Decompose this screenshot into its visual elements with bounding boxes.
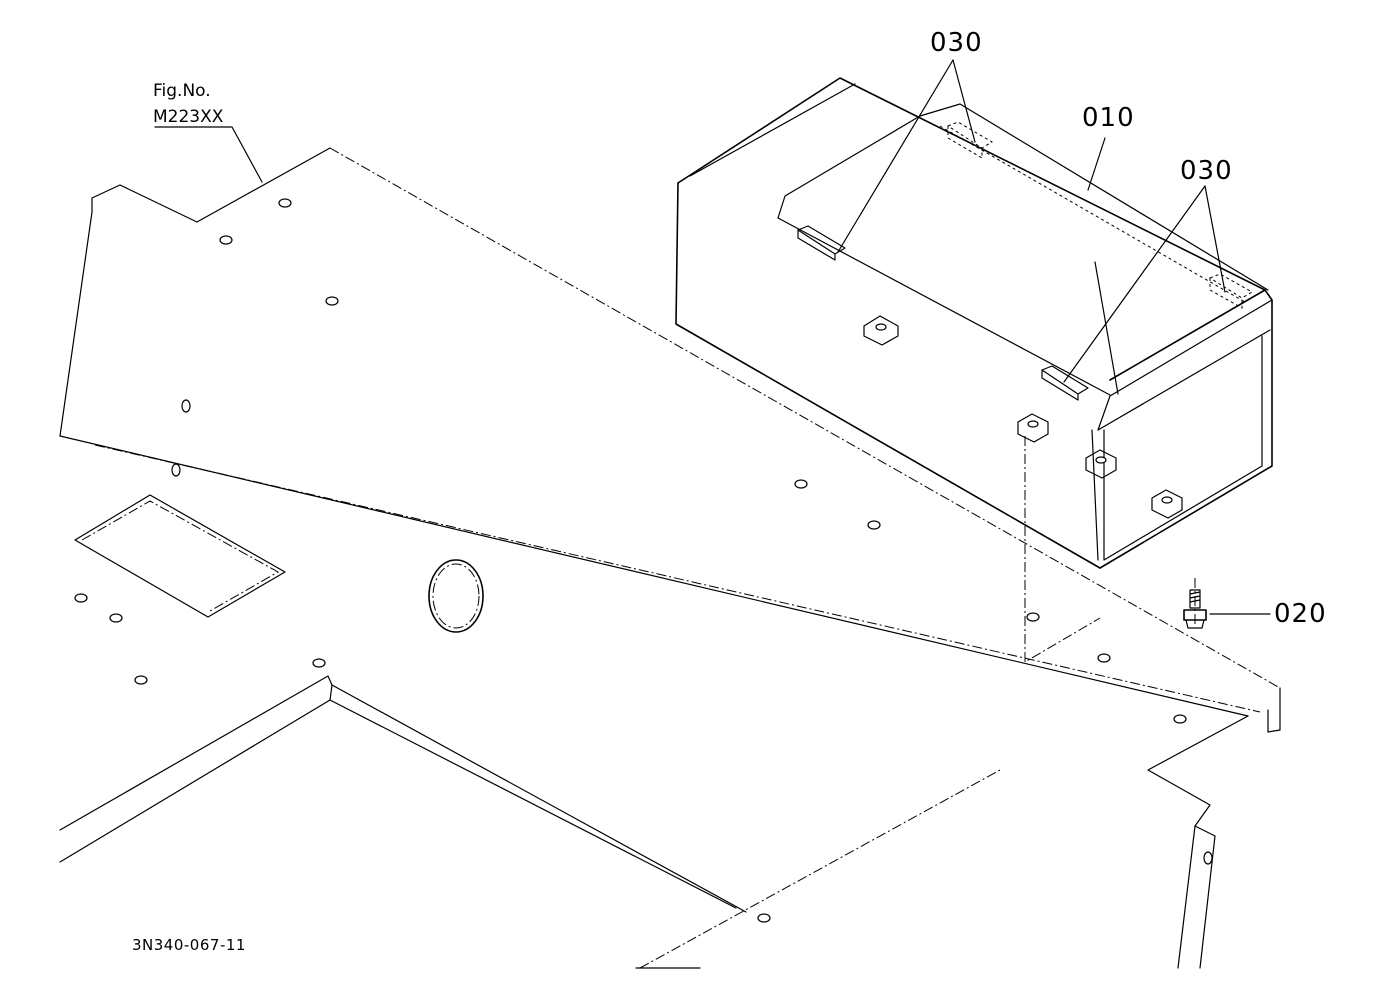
panel-left-edge [59, 184, 121, 437]
leader-fig-no [154, 126, 263, 183]
box-part-010 [675, 77, 1273, 569]
nut-c [1151, 489, 1183, 519]
leader-lines [154, 59, 1271, 615]
fig-no-label: Fig.No. [153, 81, 211, 101]
round-port-inner [432, 563, 480, 629]
bolt-thread [1189, 591, 1201, 603]
leader-030-c [1204, 185, 1226, 293]
mount-centerline [1024, 436, 1101, 663]
opening-edge-outer [59, 675, 747, 913]
drawing-code: 3N340-067-11 [132, 936, 246, 954]
clip-030-a [797, 225, 846, 261]
box-lid-front [777, 217, 1111, 396]
opening-corner [329, 684, 333, 701]
panel-right-flange [1267, 687, 1281, 733]
opening-edge-inner [59, 699, 737, 909]
callout-030-left: 030 [930, 28, 983, 58]
panel-front-crease [94, 444, 1261, 713]
fig-no-value: M223XX [153, 107, 224, 127]
bolt-flange [1183, 609, 1207, 621]
box-lid-ridge [777, 103, 1269, 291]
box-front-inner-top [1097, 329, 1271, 431]
panel-right-bracket-inner [1177, 825, 1196, 969]
leader-030-a [837, 59, 954, 253]
callout-020: 020 [1274, 599, 1327, 629]
round-port [428, 559, 484, 633]
panel-top-edge [329, 147, 1281, 689]
callout-030-right: 030 [1180, 156, 1233, 186]
nut-b [1085, 449, 1117, 479]
panel-right-bracket [1147, 715, 1249, 969]
box-front-left-edge [1091, 429, 1099, 561]
box-top-back-edge [689, 83, 856, 177]
bracket-hole [1203, 851, 1213, 865]
box-right-edge [1099, 289, 1273, 569]
box-front-inner [1103, 335, 1263, 561]
box-front-top [1097, 299, 1273, 431]
panel-holes [74, 198, 1187, 923]
leader-010 [1087, 137, 1106, 191]
leader-030-d [1063, 185, 1206, 383]
nut-a [863, 315, 899, 346]
box-left-face [675, 182, 1101, 569]
bolt-head [1185, 619, 1205, 629]
box-lid-hidden [939, 125, 1246, 303]
clip-030-b [946, 121, 993, 159]
clip-030-c [1208, 273, 1253, 309]
nut-d [1017, 413, 1049, 443]
cutout-rect-inner [81, 500, 280, 612]
box-top-outline [677, 77, 1266, 381]
box-lid-fold [1094, 261, 1119, 395]
opening-lower-line [639, 769, 1001, 969]
panel-top-notch [119, 147, 331, 223]
bolt-020 [1183, 589, 1207, 629]
leader-030-b [952, 59, 976, 143]
cutout-rect [74, 494, 286, 618]
main-panel [59, 147, 1281, 969]
clip-030-d [1041, 365, 1089, 401]
callout-010: 010 [1082, 103, 1135, 133]
